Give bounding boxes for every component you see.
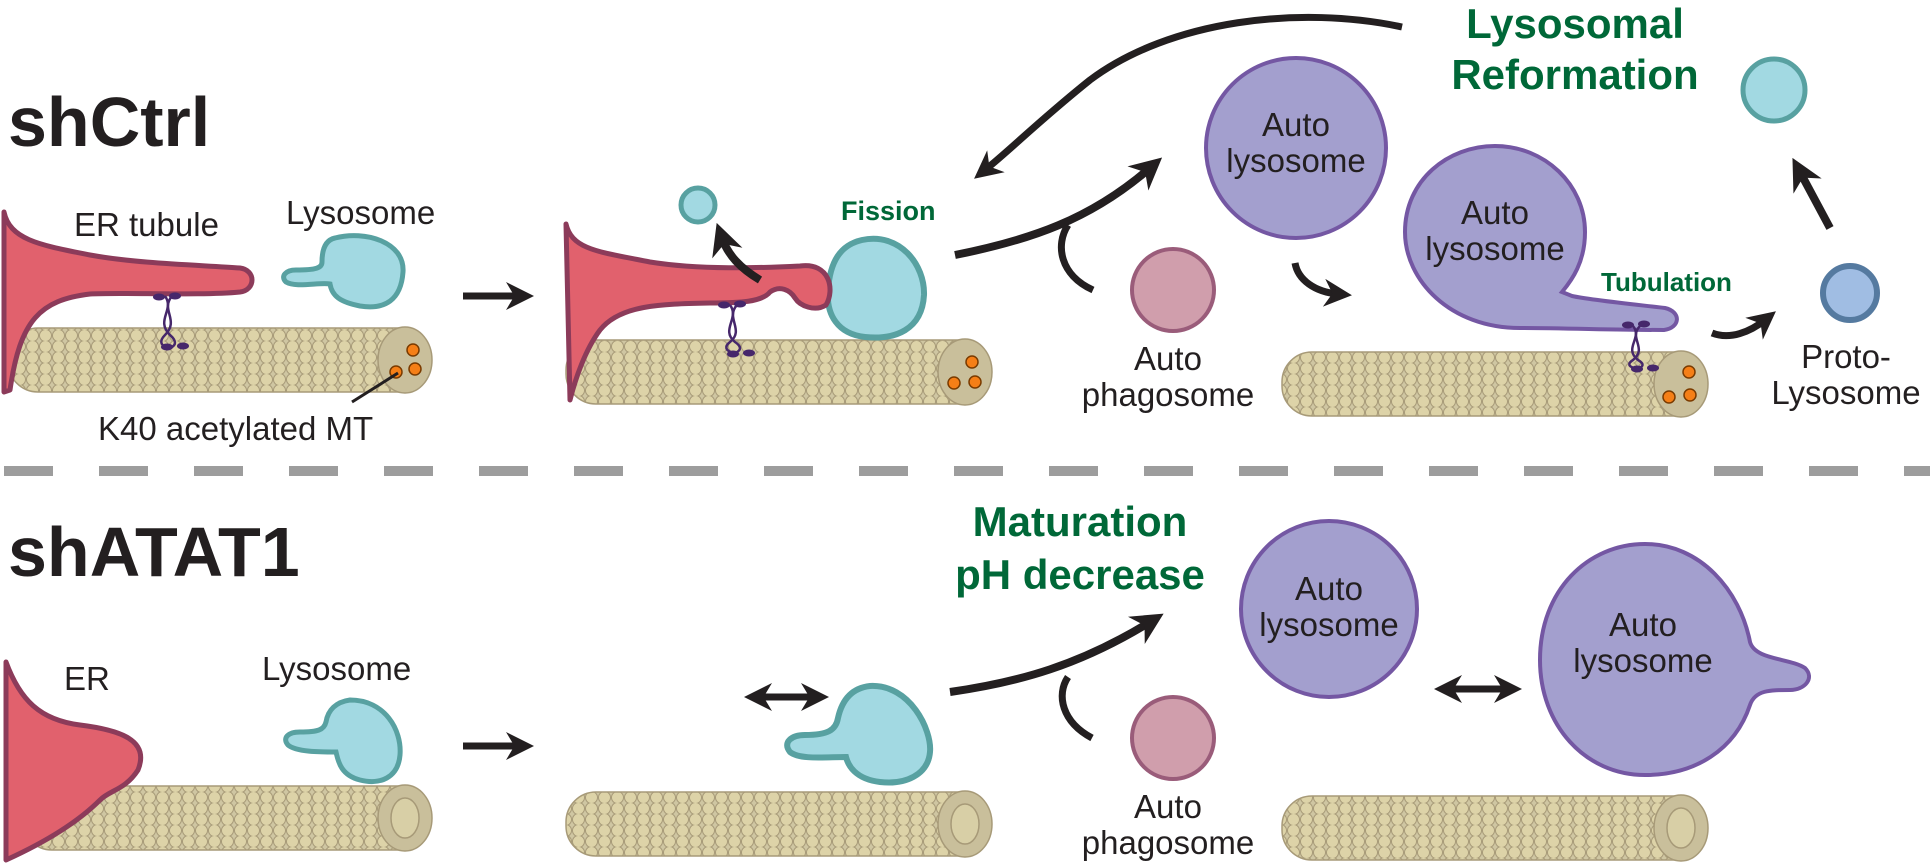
microtubule-1	[7, 326, 433, 394]
autophagosome-2	[1130, 695, 1216, 781]
label-er: ER	[64, 660, 110, 697]
acetylation-mark	[947, 376, 961, 390]
acetylation-mark	[408, 362, 422, 376]
condition-label-shatat1: shATAT1	[8, 513, 300, 591]
label-autolysosome-1a: Auto	[1262, 106, 1330, 143]
condition-label-shctrl: shCtrl	[8, 83, 210, 161]
label-autophagosome-1a: Auto	[1134, 340, 1202, 377]
arrow-to-lysosome	[1792, 157, 1834, 230]
microtubule-6	[1281, 794, 1709, 862]
label-lysosome-2: Lysosome	[262, 650, 411, 687]
motor-protein-3	[1622, 320, 1659, 373]
label-autolysosome-2a: Auto	[1461, 194, 1529, 231]
arrow-to-autolysosome	[954, 157, 1163, 259]
arrow-to-protolysosome	[1710, 311, 1776, 340]
acetylation-mark	[1683, 388, 1697, 402]
label-protolysosome-b: Lysosome	[1771, 374, 1920, 411]
microtubule-4	[21, 784, 433, 852]
label-autolysosome-4a: Auto	[1609, 606, 1677, 643]
acetylation-mark	[406, 343, 420, 357]
label-fission: Fission	[841, 196, 936, 226]
label-autolysosome-4b: lysosome	[1573, 642, 1712, 679]
label-lysosomal-reformation-2: Reformation	[1451, 51, 1698, 98]
autolysosome-4	[1537, 541, 1811, 778]
lysosome-4	[784, 682, 934, 786]
microtubule-5	[565, 790, 993, 858]
autolysosome-tubulating	[1402, 143, 1679, 333]
microtubule-2	[565, 338, 993, 406]
k40-pointer-line	[351, 371, 399, 404]
label-lysosomal-reformation-1: Lysosomal	[1466, 0, 1684, 47]
label-autolysosome-2b: lysosome	[1425, 230, 1564, 267]
reformed-lysosome	[1740, 56, 1808, 124]
protolysosome	[1820, 263, 1880, 323]
label-autophagosome-2a: Auto	[1134, 788, 1202, 825]
label-ph-decrease: pH decrease	[955, 551, 1205, 598]
acetylation-mark	[965, 355, 979, 369]
arrow-fission	[712, 222, 763, 284]
label-autolysosome-1b: lysosome	[1226, 142, 1365, 179]
label-autophagosome-2b: phagosome	[1082, 824, 1254, 861]
label-autolysosome-3a: Auto	[1295, 570, 1363, 607]
autolysosome-3	[1239, 519, 1419, 699]
microtubule-3	[1281, 350, 1709, 418]
label-autophagosome-1b: phagosome	[1082, 376, 1254, 413]
er-tubule-1	[1, 209, 255, 395]
er-tubule-2	[563, 221, 833, 403]
autolysosome-1	[1204, 56, 1388, 240]
arrow-to-tubulation	[1291, 262, 1352, 307]
er-2	[3, 659, 144, 863]
lysosome-3	[283, 697, 403, 784]
acetylation-mark	[968, 375, 982, 389]
arrow-maturation	[949, 613, 1164, 696]
label-autolysosome-3b: lysosome	[1259, 606, 1398, 643]
arrow-reformation-return	[974, 13, 1403, 179]
label-tubulation: Tubulation	[1601, 267, 1732, 297]
label-maturation: Maturation	[973, 498, 1188, 545]
label-er-tubule: ER tubule	[74, 206, 219, 243]
label-protolysosome-a: Proto-	[1801, 338, 1891, 375]
arrow-autophagosome-merge-2	[1058, 675, 1094, 742]
acetylation-mark	[1662, 390, 1676, 404]
fission-vesicle	[678, 185, 718, 225]
lysosome-2	[824, 235, 928, 341]
acetylation-mark	[1682, 365, 1696, 379]
label-k40-acetylated-mt: K40 acetylated MT	[98, 410, 373, 447]
label-lysosome-1: Lysosome	[286, 194, 435, 231]
autophagosome-1	[1130, 247, 1216, 333]
motor-protein-2	[718, 300, 755, 358]
arrow-autophagosome-merge	[1057, 223, 1095, 294]
lysosome-1	[281, 233, 406, 310]
motor-protein-1	[153, 292, 189, 351]
